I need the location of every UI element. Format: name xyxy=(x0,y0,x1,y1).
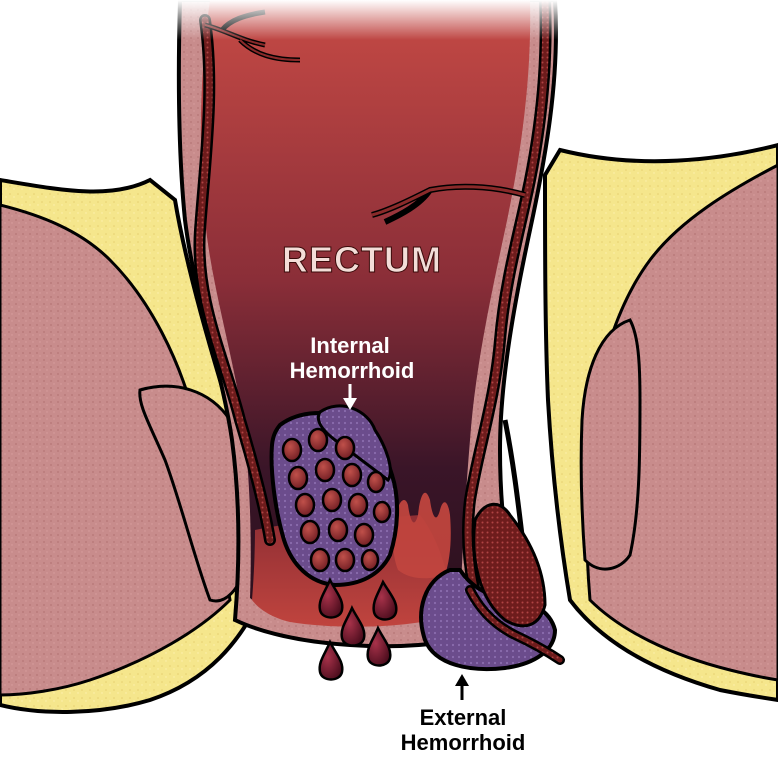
internal-hemorrhoid xyxy=(272,406,398,585)
internal-hemorrhoid-label-line2: Hemorrhoid xyxy=(290,358,415,383)
blood-drop xyxy=(320,642,343,680)
anal-columns xyxy=(393,493,451,579)
rectum-label: RECTUM xyxy=(282,239,442,280)
external-hemorrhoid-label-line2: Hemorrhoid xyxy=(401,730,526,755)
top-fade xyxy=(0,0,778,40)
arrow-up-icon xyxy=(455,674,469,700)
external-hemorrhoid-label-line1: External xyxy=(420,705,507,730)
right-pelvic-wall xyxy=(545,145,778,700)
internal-hemorrhoid-label-line1: Internal xyxy=(310,333,389,358)
